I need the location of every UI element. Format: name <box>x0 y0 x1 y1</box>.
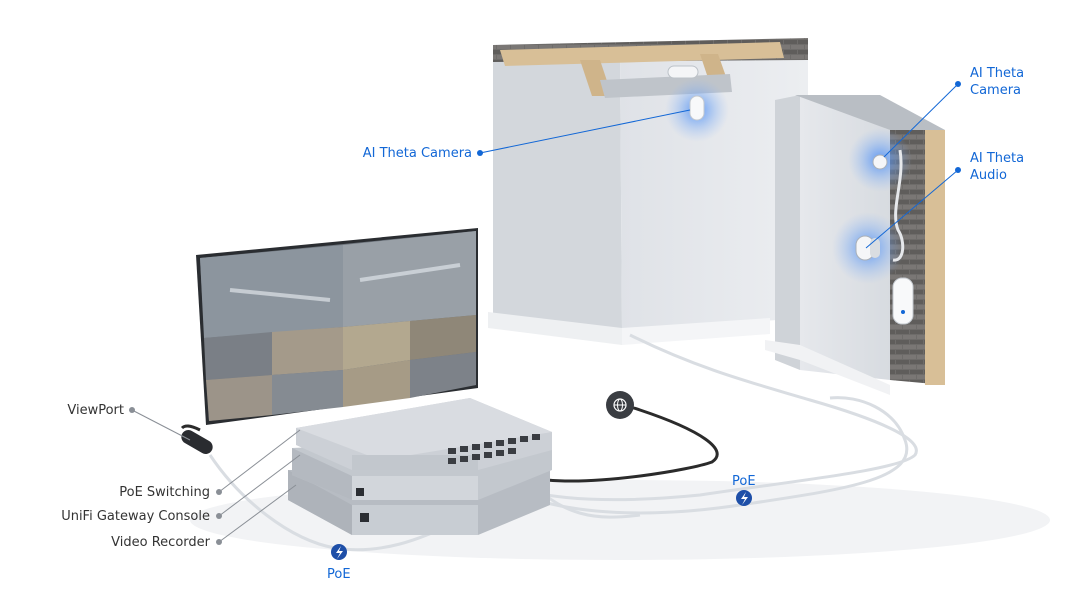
label-ai-theta-audio: AI Theta Audio <box>970 150 1024 184</box>
viewport-monitor <box>196 228 478 425</box>
label-ai-theta-camera-ceiling: AI Theta Camera <box>340 145 472 162</box>
wall-left <box>488 38 808 345</box>
wall-camera <box>873 155 887 169</box>
label-video-recorder: Video Recorder <box>40 534 210 551</box>
internet-node <box>606 391 634 419</box>
label-gateway-console: UniFi Gateway Console <box>20 508 210 525</box>
label-ai-theta-camera-wall: AI Theta Camera <box>970 65 1024 99</box>
poe-injector <box>893 278 913 324</box>
label-poe-right: PoE <box>732 473 756 490</box>
label-poe-bottom: PoE <box>327 566 351 583</box>
viewport-device <box>179 426 215 457</box>
device-stack <box>288 398 552 535</box>
label-viewport: ViewPort <box>20 402 124 419</box>
poe-badge-right <box>736 490 752 506</box>
label-poe-switching: PoE Switching <box>40 484 210 501</box>
poe-badge-bottom <box>331 544 347 560</box>
internet-cable <box>547 406 717 481</box>
